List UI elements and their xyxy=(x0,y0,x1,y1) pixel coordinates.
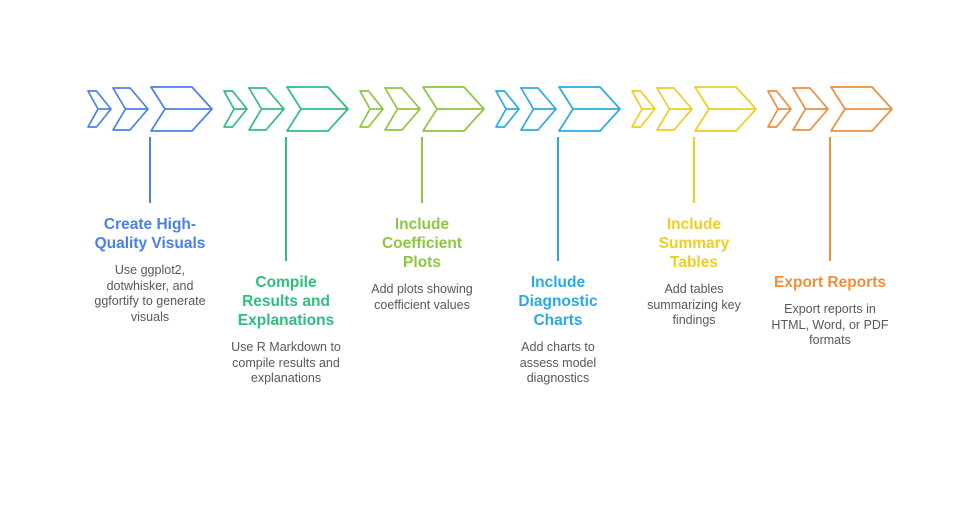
triple-chevron-arrow-icon xyxy=(223,86,349,132)
connector-line xyxy=(421,137,423,203)
triple-chevron-arrow-icon xyxy=(631,86,757,132)
steps-row: Create High- Quality Visuals Use ggplot2… xyxy=(85,86,895,387)
process-step-6: Export Reports Export reports in HTML, W… xyxy=(765,86,895,387)
step-description: Add plots showing coefficient values xyxy=(371,282,473,312)
process-step-5: Include Summary Tables Add tables summar… xyxy=(629,86,759,387)
connector-line xyxy=(557,137,559,261)
triple-chevron-arrow-icon xyxy=(767,86,893,132)
process-step-1: Create High- Quality Visuals Use ggplot2… xyxy=(85,86,215,387)
step-title: Create High- Quality Visuals xyxy=(94,216,206,252)
process-step-4: Include Diagnostic Charts Add charts to … xyxy=(493,86,623,387)
step-description: Use ggplot2, dotwhisker, and ggfortify t… xyxy=(94,263,206,324)
connector-line xyxy=(693,137,695,203)
step-title: Include Diagnostic Charts xyxy=(518,274,598,329)
step-title: Include Coefficient Plots xyxy=(381,216,463,271)
step-description: Add tables summarizing key findings xyxy=(647,282,741,327)
process-step-2: Compile Results and Explanations Use R M… xyxy=(221,86,351,387)
step-title: Compile Results and Explanations xyxy=(237,274,335,329)
connector-line xyxy=(829,137,831,261)
process-step-3: Include Coefficient Plots Add plots show… xyxy=(357,86,487,387)
step-description: Use R Markdown to compile results and ex… xyxy=(231,340,341,385)
step-title: Include Summary Tables xyxy=(658,216,730,271)
step-title: Export Reports xyxy=(774,274,886,291)
connector-line xyxy=(149,137,151,203)
step-description: Add charts to assess model diagnostics xyxy=(519,340,597,385)
step-description: Export reports in HTML, Word, or PDF for… xyxy=(771,302,889,347)
connector-line xyxy=(285,137,287,261)
triple-chevron-arrow-icon xyxy=(359,86,485,132)
triple-chevron-arrow-icon xyxy=(495,86,621,132)
triple-chevron-arrow-icon xyxy=(87,86,213,132)
